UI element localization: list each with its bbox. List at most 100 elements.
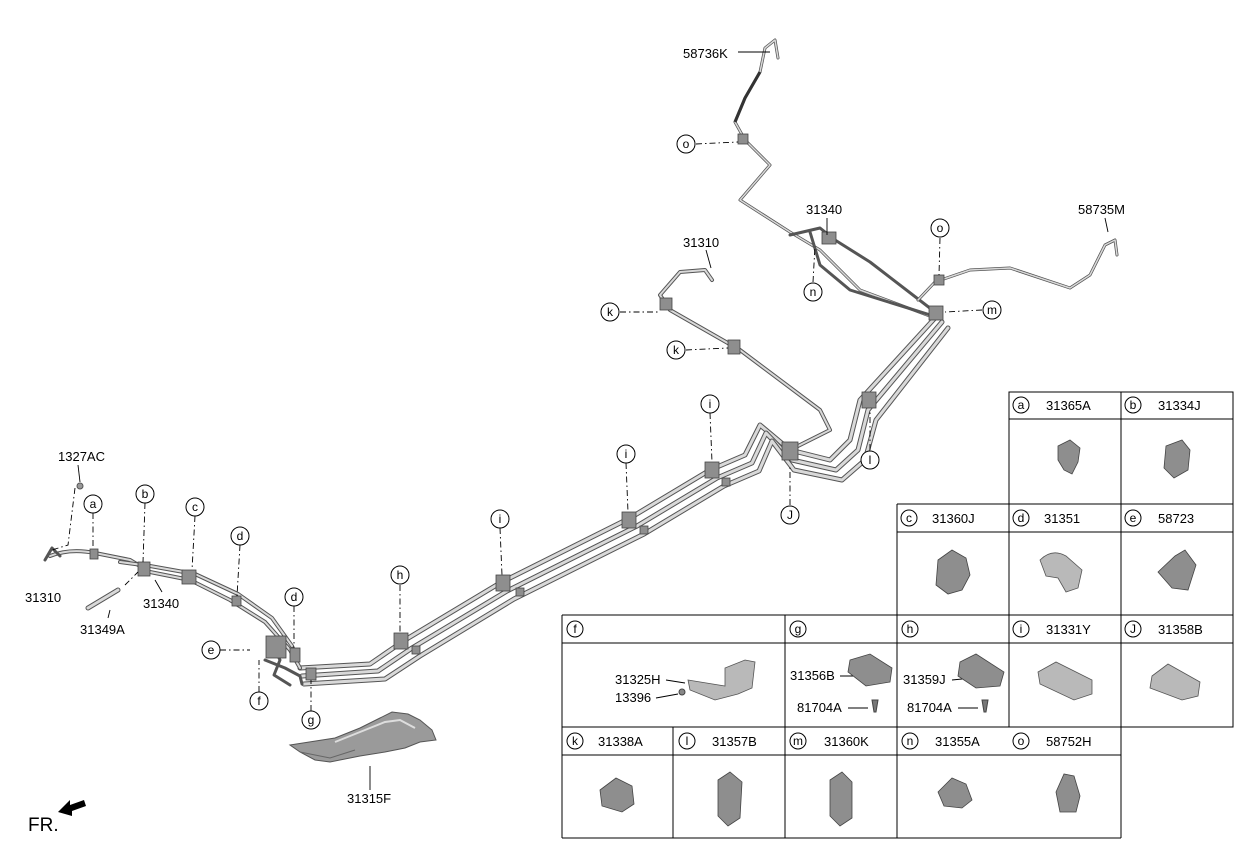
callout-n[interactable]: n [803,282,823,302]
svg-text:k: k [607,305,614,319]
part-31365A: 31365A [1046,398,1091,413]
svg-text:f: f [257,694,261,708]
svg-text:m: m [793,734,803,748]
fuel-line-assembly [43,38,1119,763]
svg-text:J: J [787,508,793,522]
part-31355A: 31355A [935,734,980,749]
callout-b[interactable]: b [135,484,155,504]
clip-31360J-icon [935,549,971,595]
callout-i-2[interactable]: i [616,444,636,464]
table-cell-e[interactable]: e 58723 [1124,509,1197,591]
svg-text:o: o [683,137,690,151]
table-cell-n[interactable]: n 31355A [901,732,980,809]
heat-shield [288,711,437,763]
clip-31334J-icon [1163,439,1191,479]
clip-31365A-icon [1057,439,1081,475]
upper-right-branch [916,238,1119,302]
svg-text:i: i [1020,622,1023,636]
callout-g[interactable]: g [301,710,321,730]
part-81704A-g: 81704A [797,700,842,715]
svg-text:i: i [709,397,712,411]
part-13396: 13396 [615,690,651,705]
callout-i-3[interactable]: i [490,509,510,529]
callout-o-right[interactable]: o [930,218,950,238]
leaders [51,51,1109,790]
callout-e[interactable]: e [201,640,221,660]
callout-a[interactable]: a [83,494,103,514]
clip-31359J-icon [957,653,1005,689]
bracket-31325H-icon [687,659,756,701]
table-cell-d[interactable]: d 31351 [1012,509,1083,593]
svg-text:e: e [1130,511,1137,525]
svg-text:d: d [237,529,244,543]
part-58723: 58723 [1158,511,1194,526]
part-31358B: 31358B [1158,622,1203,637]
label-31349A: 31349A [80,622,125,637]
table-cell-h[interactable]: h 31359J 81704A [901,620,1005,715]
callout-f[interactable]: f [249,691,269,711]
svg-text:c: c [906,511,912,525]
callout-h[interactable]: h [390,565,410,585]
label-31340-top: 31340 [806,202,842,217]
part-31356B: 31356B [790,668,835,683]
callout-i-1[interactable]: i [700,394,720,414]
left-pipe-bundle [48,549,304,687]
label-58735M: 58735M [1078,202,1125,217]
svg-text:a: a [1018,398,1025,412]
part-31360K: 31360K [824,734,869,749]
table-cell-g[interactable]: g 31356B 81704A [789,620,893,715]
svg-text:n: n [907,734,914,748]
label-31340-left: 31340 [143,596,179,611]
table-cell-k[interactable]: k 31338A [566,732,643,813]
svg-text:n: n [810,285,817,299]
svg-text:h: h [907,622,914,636]
callout-k-upper[interactable]: k [600,302,620,322]
callout-J[interactable]: J [780,505,800,525]
clip-58752H-icon [1055,773,1081,813]
callout-d-1[interactable]: d [230,526,250,546]
svg-text:J: J [1130,622,1136,636]
part-31325H: 31325H [615,672,661,687]
upper-top-branch [733,38,942,320]
part-31331Y: 31331Y [1046,622,1091,637]
main-pipe-bundle [297,315,951,687]
svg-text:g: g [795,622,802,636]
callout-k-lower[interactable]: k [666,340,686,360]
clip-58723-icon [1157,549,1197,591]
part-31338A: 31338A [598,734,643,749]
svg-text:l: l [869,453,872,467]
table-cell-b[interactable]: b 31334J [1124,396,1201,479]
label-31310-left: 31310 [25,590,61,605]
front-label: FR. [28,815,59,836]
table-cell-a[interactable]: a 31365A [1012,396,1091,475]
callout-l[interactable]: l [860,450,880,470]
clip-31356B-icon [847,653,893,687]
left-end-pipes [43,482,121,611]
part-31357B: 31357B [712,734,757,749]
part-31360J: 31360J [932,511,975,526]
callout-d-2[interactable]: d [284,587,304,607]
table-cell-J[interactable]: J 31358B [1124,620,1203,701]
table-cell-c[interactable]: c 31360J [900,509,975,595]
svg-text:i: i [499,512,502,526]
table-cell-l[interactable]: l 31357B [678,732,757,827]
callout-m[interactable]: m [982,300,1002,320]
part-31359J: 31359J [903,672,946,687]
part-31334J: 31334J [1158,398,1201,413]
clip-31331Y-icon [1037,661,1093,701]
label-31315F: 31315F [347,791,391,806]
callout-c[interactable]: c [185,497,205,517]
svg-text:o: o [1018,734,1025,748]
callout-o-top[interactable]: o [676,134,696,154]
part-58752H: 58752H [1046,734,1092,749]
table-cell-f[interactable]: f 31325H 13396 [566,620,756,705]
svg-text:m: m [987,303,997,317]
label-1327AC: 1327AC [58,449,105,464]
svg-text:h: h [397,568,404,582]
label-31310-top: 31310 [683,235,719,250]
table-cell-i[interactable]: i 31331Y [1012,620,1093,701]
table-cell-o[interactable]: o 58752H [1012,732,1092,813]
svg-text:f: f [573,622,577,636]
table-cell-m[interactable]: m 31360K [789,732,869,827]
